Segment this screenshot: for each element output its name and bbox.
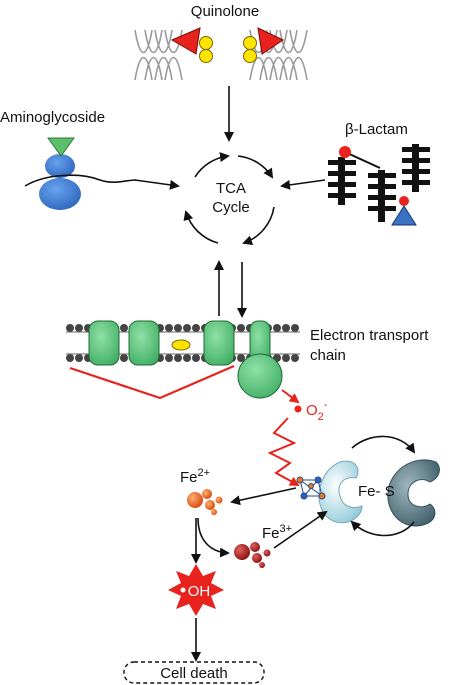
fe2-label: Fe2+ xyxy=(180,467,210,486)
tca-cycle-icon xyxy=(183,152,275,246)
superoxide-label: O2- xyxy=(306,399,328,423)
arrow-beta-lactam-to-tca xyxy=(280,179,326,190)
zigzag-superoxide-attack xyxy=(267,417,300,486)
fes-label: Fe- S xyxy=(358,483,395,500)
tca-label-line2: Cycle xyxy=(212,199,250,216)
ribosome-icon xyxy=(24,137,137,210)
arrow-apo-to-fes xyxy=(350,520,415,537)
fes-protein-light-icon xyxy=(318,460,363,524)
peptidoglycan-icon xyxy=(328,144,430,226)
arrow-aminoglycoside-to-tca xyxy=(134,179,180,190)
superoxide-dot xyxy=(294,405,302,413)
quinolone-right-icon xyxy=(243,27,285,63)
fes-cluster-icon xyxy=(296,476,326,500)
dna-helix-right-icon xyxy=(249,29,308,81)
etc-label-line1: Electron transport xyxy=(310,327,429,344)
arrow-fe2-to-fe3 xyxy=(197,517,230,558)
dna-helix-left-icon xyxy=(134,29,183,81)
aminoglycoside-label: Aminoglycoside xyxy=(0,109,105,126)
hydroxyl-burst-icon xyxy=(168,564,224,616)
etc-label-line2: chain xyxy=(310,347,346,364)
cell-death-label: Cell death xyxy=(160,665,228,682)
fes-protein-dark-icon xyxy=(387,459,440,527)
arrow-fes-to-fe2 xyxy=(230,487,297,506)
tca-label-line1: TCA xyxy=(216,180,246,197)
fe3-ions-icon xyxy=(234,542,271,568)
fe3-label: Fe3+ xyxy=(262,523,292,542)
arrow-fe3-to-fes xyxy=(273,510,328,549)
fe2-ions-icon xyxy=(187,489,223,515)
quinolone-label: Quinolone xyxy=(191,3,259,20)
arrow-etc-to-superoxide xyxy=(281,389,300,404)
electron-leak-path xyxy=(69,364,235,400)
beta-lactam-label: β-Lactam xyxy=(345,121,408,138)
quinolone-left-icon xyxy=(170,27,213,63)
membrane-icon xyxy=(66,320,300,399)
arrow-fes-to-apo xyxy=(351,435,416,454)
hydroxyl-label: OH xyxy=(188,583,211,600)
cell-death-box xyxy=(123,661,265,684)
